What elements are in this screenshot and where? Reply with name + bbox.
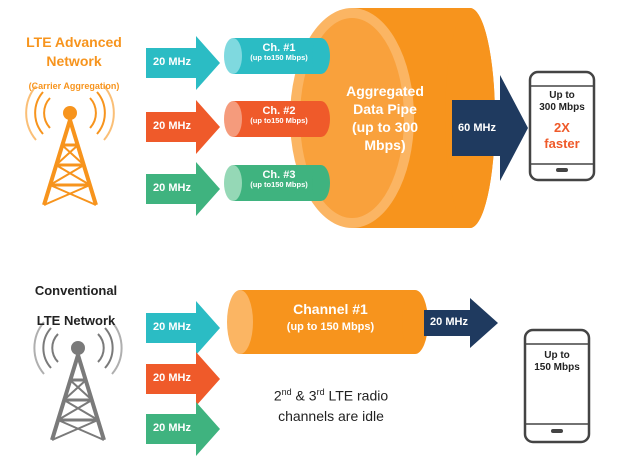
channel-1-text: Ch. #1 (up to150 Mbps) — [236, 42, 322, 62]
idle-num-2: 2 — [273, 387, 282, 404]
conventional-input-label-1: 20 MHz — [153, 321, 191, 333]
advanced-title-line1: LTE Advanced — [26, 34, 122, 50]
advanced-title-line2: Network — [46, 53, 102, 69]
channel-2-text: Ch. #2 (up to150 Mbps) — [236, 105, 322, 125]
advanced-phone-text: Up to 300 Mbps 2X faster — [530, 90, 594, 151]
conventional-channel-capacity: (up to 150 Mbps) — [286, 321, 375, 334]
lte-advanced-tower-icon — [25, 85, 115, 206]
advanced-input-label-2: 20 MHz — [153, 120, 191, 132]
channel-cylinder-2 — [224, 101, 330, 137]
channel-3-capacity: (up to150 Mbps) — [250, 180, 308, 190]
conventional-title-line2: LTE Network — [36, 313, 116, 328]
conventional-input-arrow-1 — [146, 301, 220, 355]
conventional-input-label-2: 20 MHz — [153, 372, 191, 384]
advanced-output-label: 60 MHz — [458, 122, 496, 134]
conventional-input-label-3: 20 MHz — [153, 422, 191, 434]
pipe-line-3: (up to 300 — [351, 119, 419, 135]
idle-lte-radio: LTE radio — [324, 387, 389, 404]
conventional-title-line1: Conventional — [34, 283, 118, 298]
conventional-tower-icon — [33, 321, 123, 441]
channel-cylinder-3 — [224, 165, 330, 201]
advanced-subtitle: (Carrier Aggregation) — [28, 81, 120, 91]
advanced-input-label-1: 20 MHz — [153, 56, 191, 68]
conventional-title: Conventional LTE Network — [14, 276, 138, 336]
idle-channels-note: 2nd & 3rd LTE radio channels are idle — [236, 382, 426, 426]
advanced-input-arrow-3 — [146, 162, 220, 216]
conventional-phone-icon — [523, 328, 591, 444]
advanced-phone-line4: faster — [544, 135, 580, 151]
channel-3-name: Ch. #3 — [262, 169, 296, 181]
idle-note-line1: 2nd & 3rd LTE radio — [236, 382, 426, 406]
advanced-phone-line1: Up to — [549, 90, 575, 101]
aggregated-pipe-text: Aggregated Data Pipe (up to 300 Mbps) — [330, 82, 440, 154]
idle-sup-nd: nd — [281, 387, 292, 397]
conventional-phone-line1: Up to — [544, 350, 570, 361]
idle-note-line2: channels are idle — [278, 407, 384, 424]
idle-num-3: & 3 — [291, 387, 317, 404]
advanced-phone-line3: 2X — [554, 120, 570, 135]
advanced-input-arrow-2 — [146, 100, 220, 154]
conventional-output-label: 20 MHz — [430, 316, 468, 328]
channel-1-capacity: (up to150 Mbps) — [250, 53, 308, 63]
conventional-phone-line2: 150 Mbps — [534, 362, 580, 373]
channel-2-capacity: (up to150 Mbps) — [250, 116, 308, 126]
channel-2-name: Ch. #2 — [262, 105, 296, 117]
pipe-line-4: Mbps) — [364, 137, 406, 153]
advanced-input-label-3: 20 MHz — [153, 182, 191, 194]
conventional-input-arrow-2 — [146, 352, 220, 406]
advanced-input-arrow-1 — [146, 36, 220, 90]
conventional-channel-name: Channel #1 — [293, 301, 368, 317]
channel-1-name: Ch. #1 — [262, 42, 296, 54]
channel-cylinder-1 — [224, 38, 330, 74]
conventional-phone-text: Up to 150 Mbps — [525, 350, 589, 374]
idle-sup-rd: rd — [316, 387, 325, 397]
pipe-line-1: Aggregated — [346, 83, 424, 99]
advanced-title: LTE Advanced Network — [14, 33, 134, 71]
advanced-phone-icon — [528, 70, 596, 182]
conventional-channel-text: Channel #1 (up to 150 Mbps) — [248, 301, 413, 334]
conventional-channel-cylinder — [227, 290, 428, 354]
conventional-input-arrow-3 — [146, 402, 220, 456]
pipe-line-2: Data Pipe — [353, 101, 417, 117]
conventional-output-arrow — [424, 298, 498, 348]
channel-3-text: Ch. #3 (up to150 Mbps) — [236, 169, 322, 189]
advanced-output-arrow — [452, 75, 528, 181]
advanced-phone-line2: 300 Mbps — [539, 102, 585, 113]
